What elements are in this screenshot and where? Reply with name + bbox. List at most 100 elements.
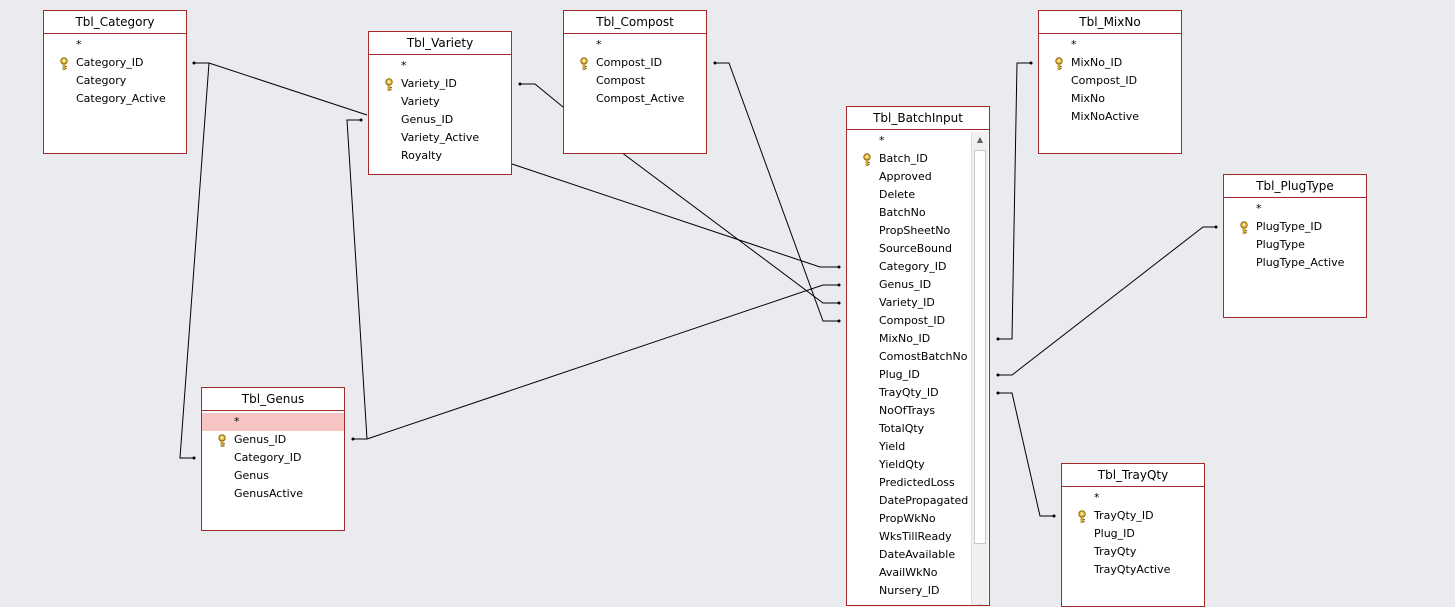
field-item[interactable]: PlugType_ID — [1224, 218, 1366, 236]
scroll-down-arrow-icon[interactable]: ▼ — [972, 600, 988, 605]
field-item[interactable]: Category_ID — [202, 449, 344, 467]
field-item[interactable]: MixNo_ID — [1039, 54, 1181, 72]
field-item[interactable]: Compost_Active — [564, 90, 706, 108]
line-endpoint — [996, 373, 1000, 377]
field-all-columns[interactable]: * — [369, 57, 511, 75]
field-all-columns[interactable]: * — [564, 36, 706, 54]
field-item[interactable]: TrayQty_ID — [1062, 507, 1204, 525]
field-item[interactable]: Variety — [369, 93, 511, 111]
relationship-line — [194, 62, 368, 116]
field-item[interactable]: ComostBatchNo — [847, 348, 971, 366]
field-item[interactable]: Variety_Active — [369, 129, 511, 147]
field-item[interactable]: Category — [44, 72, 186, 90]
table-title[interactable]: Tbl_Compost — [564, 11, 706, 34]
line-endpoint — [713, 61, 717, 65]
field-item[interactable]: TotalQty — [847, 420, 971, 438]
field-all-columns[interactable]: * — [1062, 489, 1204, 507]
field-item[interactable]: YieldQty — [847, 456, 971, 474]
field-item[interactable]: Genus_ID — [847, 276, 971, 294]
field-item[interactable]: MixNoActive — [1039, 108, 1181, 126]
field-item[interactable]: Plug_ID — [1062, 525, 1204, 543]
field-item[interactable]: PropWkNo — [847, 510, 971, 528]
field-item[interactable]: MixNo_ID — [847, 330, 971, 348]
field-item[interactable]: TrayQtyActive — [1062, 561, 1204, 579]
field-item[interactable]: TrayQty_ID — [847, 384, 971, 402]
field-item[interactable]: Batch_ID — [847, 150, 971, 168]
table-title[interactable]: Tbl_Category — [44, 11, 186, 34]
field-label: DateAvailable — [879, 548, 956, 561]
key-icon — [217, 434, 227, 447]
field-item[interactable]: WksTillReady — [847, 528, 971, 546]
scrollbar-thumb[interactable] — [974, 150, 986, 544]
field-item[interactable]: Approved — [847, 168, 971, 186]
table-title[interactable]: Tbl_TrayQty — [1062, 464, 1204, 487]
field-item[interactable]: Category_ID — [847, 258, 971, 276]
line-endpoint — [837, 265, 841, 269]
table-title[interactable]: Tbl_Variety — [369, 32, 511, 55]
field-all-columns[interactable]: * — [1224, 200, 1366, 218]
field-label: Category — [76, 74, 127, 87]
field-item[interactable]: PredictedLoss — [847, 474, 971, 492]
field-item[interactable]: Category_Active — [44, 90, 186, 108]
field-item[interactable]: PlugType — [1224, 236, 1366, 254]
field-item[interactable]: Category_ID — [44, 54, 186, 72]
field-item[interactable]: Compost_ID — [1039, 72, 1181, 90]
field-label: * — [1071, 38, 1077, 51]
field-item[interactable]: PropSheetNo — [847, 222, 971, 240]
field-item[interactable]: Variety_ID — [847, 294, 971, 312]
field-item[interactable]: Compost — [564, 72, 706, 90]
relationship-line — [998, 62, 1031, 340]
vertical-scrollbar[interactable]: ▲▼ — [971, 132, 988, 605]
field-all-columns[interactable]: * — [44, 36, 186, 54]
table-title[interactable]: Tbl_Genus — [202, 388, 344, 411]
field-label: Compost_Active — [596, 92, 685, 105]
field-item[interactable]: Nursery_ID — [847, 582, 971, 600]
relationship-line — [353, 284, 839, 440]
field-item[interactable]: Genus_ID — [369, 111, 511, 129]
field-item[interactable]: BatchNo — [847, 204, 971, 222]
table-title[interactable]: Tbl_BatchInput — [847, 107, 989, 130]
field-all-columns[interactable]: * — [1039, 36, 1181, 54]
field-all-columns[interactable]: * — [202, 413, 344, 431]
field-item[interactable]: MixNo — [1039, 90, 1181, 108]
field-all-columns[interactable]: * — [847, 132, 971, 150]
scroll-up-arrow-icon[interactable]: ▲ — [972, 132, 988, 148]
field-item[interactable]: Genus — [202, 467, 344, 485]
field-item[interactable]: Variety_ID — [369, 75, 511, 93]
field-item[interactable]: SourceBound — [847, 240, 971, 258]
table-title[interactable]: Tbl_PlugType — [1224, 175, 1366, 198]
field-label: Genus_ID — [401, 113, 454, 126]
field-label: MixNoActive — [1071, 110, 1140, 123]
field-item[interactable]: Plug_ID — [847, 366, 971, 384]
field-item[interactable]: NoOfTrays — [847, 402, 971, 420]
field-item[interactable]: TrayQty — [1062, 543, 1204, 561]
field-item[interactable]: DateAvailable — [847, 546, 971, 564]
line-endpoint — [359, 118, 363, 122]
field-item[interactable]: Compost_ID — [564, 54, 706, 72]
field-item[interactable]: GenusActive — [202, 485, 344, 503]
line-endpoint — [351, 437, 355, 441]
field-item[interactable]: Delete — [847, 186, 971, 204]
field-item[interactable]: DatePropagated — [847, 492, 971, 510]
field-item[interactable]: AvailWkNo — [847, 564, 971, 582]
field-item[interactable]: Yield — [847, 438, 971, 456]
field-label: Category_ID — [234, 451, 302, 464]
field-item[interactable]: PlugType_Active — [1224, 254, 1366, 272]
field-item[interactable]: Genus_ID — [202, 431, 344, 449]
table-title[interactable]: Tbl_MixNo — [1039, 11, 1181, 34]
field-label: Compost_ID — [879, 314, 946, 327]
field-item[interactable]: Royalty — [369, 147, 511, 165]
relationship-line — [511, 163, 839, 268]
field-item[interactable]: Compost_ID — [847, 312, 971, 330]
